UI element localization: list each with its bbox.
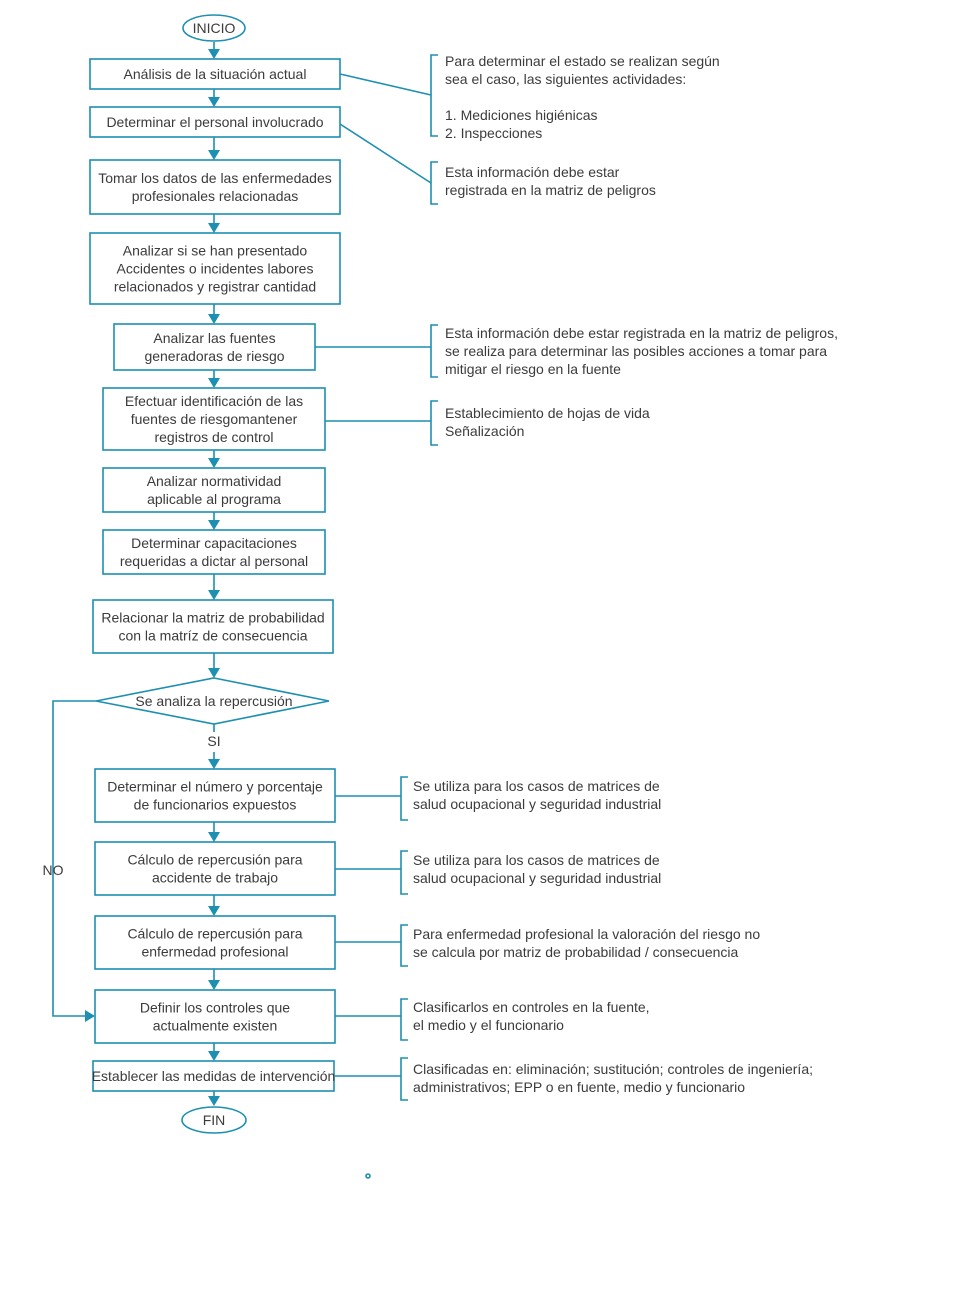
note-bracket-7 [400, 924, 408, 967]
note-bracket-8 [400, 998, 408, 1041]
arrow-head [208, 314, 220, 324]
decorative-dot [365, 1173, 371, 1179]
process-step-13 [94, 989, 336, 1044]
process-step-5-label: Analizar las fuentes [153, 330, 275, 346]
arrow-head [208, 1096, 220, 1106]
no-loop-line [52, 700, 96, 1017]
process-step-13-label: actualmente existen [153, 1018, 278, 1034]
process-step-6-label: Efectuar identificación de las [125, 393, 303, 409]
process-step-8-label: requeridas a dictar al personal [120, 553, 308, 569]
process-step-10 [94, 768, 336, 823]
decision-label: Se analiza la repercusión [135, 693, 292, 709]
note-text-1: Para determinar el estado se realizan se… [445, 53, 720, 69]
note-text-7: Para enfermedad profesional la valoració… [413, 926, 760, 942]
process-step-4 [89, 232, 341, 305]
arrow-head [208, 378, 220, 388]
note-text-1: 2. Inspecciones [445, 125, 542, 141]
arrow-head [208, 49, 220, 59]
note-text-1: sea el caso, las siguientes actividades: [445, 71, 686, 87]
process-step-10-label: Determinar el número y porcentaje [107, 779, 323, 795]
start-label: INICIO [193, 20, 236, 36]
note-bracket-2 [430, 161, 438, 205]
process-step-9-label: Relacionar la matriz de probabilidad [101, 610, 324, 626]
process-step-1-label: Análisis de la situación actual [124, 66, 307, 82]
note-connector [339, 73, 432, 96]
process-step-2-label: Determinar el personal involucrado [106, 114, 323, 130]
process-step-6-label: fuentes de riesgomantener [131, 411, 298, 427]
arrow-head [208, 150, 220, 160]
note-text-2: Esta información debe estar [445, 164, 620, 180]
note-text-8: el medio y el funcionario [413, 1017, 564, 1033]
note-text-4: Señalización [445, 423, 524, 439]
process-step-9-label: con la matríz de consecuencia [118, 628, 307, 644]
end-terminal [181, 1106, 247, 1134]
note-connector [339, 123, 432, 184]
start-terminal [182, 14, 246, 42]
process-step-4-label: Analizar si se han presentado [123, 243, 308, 259]
arrow-head [85, 1010, 95, 1022]
arrow-head [208, 458, 220, 468]
no-label: NO [43, 862, 64, 878]
note-bracket-5 [400, 776, 408, 821]
note-text-3: se realiza para determinar las posibles … [445, 343, 827, 359]
note-text-7: se calcula por matriz de probabilidad / … [413, 944, 739, 960]
arrow-head [208, 520, 220, 530]
process-step-11-label: accidente de trabajo [152, 870, 278, 886]
arrow-head [208, 223, 220, 233]
arrow-head [208, 906, 220, 916]
note-text-2: registrada en la matriz de peligros [445, 182, 656, 198]
note-text-9: administrativos; EPP o en fuente, medio … [413, 1079, 745, 1095]
process-step-12 [94, 915, 336, 970]
arrow-head [208, 759, 220, 769]
yes-label: SI [207, 733, 220, 749]
process-step-5-label: generadoras de riesgo [144, 348, 284, 364]
process-step-8-label: Determinar capacitaciones [131, 535, 297, 551]
process-step-14-label: Establecer las medidas de intervención [92, 1068, 336, 1084]
process-step-13-label: Definir los controles que [140, 1000, 290, 1016]
process-step-11 [94, 841, 336, 896]
note-text-3: mitigar el riesgo en la fuente [445, 361, 621, 377]
note-bracket-1 [430, 54, 438, 137]
process-step-9 [92, 599, 334, 654]
process-step-12-label: Cálculo de repercusión para [127, 926, 302, 942]
note-bracket-9 [400, 1057, 408, 1101]
note-bracket-4 [430, 400, 438, 446]
process-step-10-label: de funcionarios expuestos [134, 797, 297, 813]
process-step-7-label: aplicable al programa [147, 491, 281, 507]
note-text-9: Clasificadas en: eliminación; sustitució… [413, 1061, 813, 1077]
process-step-4-label: relacionados y registrar cantidad [114, 279, 316, 295]
arrow-head [208, 980, 220, 990]
arrow-head [208, 97, 220, 107]
process-step-1 [89, 58, 341, 90]
note-text-4: Establecimiento de hojas de vida [445, 405, 650, 421]
note-text-5: Se utiliza para los casos de matrices de [413, 778, 660, 794]
note-text-3: Esta información debe estar registrada e… [445, 325, 838, 341]
end-label: FIN [203, 1112, 226, 1128]
note-text-6: Se utiliza para los casos de matrices de [413, 852, 660, 868]
process-step-12-label: enfermedad profesional [141, 944, 288, 960]
process-step-3-label: profesionales relacionadas [132, 188, 299, 204]
arrow-head [208, 668, 220, 678]
note-text-1: 1. Mediciones higiénicas [445, 107, 598, 123]
process-step-3-label: Tomar los datos de las enfermedades [98, 170, 331, 186]
process-step-3 [89, 159, 341, 215]
arrow-head [208, 832, 220, 842]
note-text-5: salud ocupacional y seguridad industrial [413, 796, 661, 812]
process-step-8 [102, 529, 326, 575]
process-step-4-label: Accidentes o incidentes labores [117, 261, 314, 277]
note-bracket-3 [430, 324, 438, 378]
note-text-6: salud ocupacional y seguridad industrial [413, 870, 661, 886]
process-step-2 [89, 106, 341, 138]
process-step-7-label: Analizar normatividad [147, 473, 282, 489]
note-bracket-6 [400, 850, 408, 895]
process-step-11-label: Cálculo de repercusión para [127, 852, 302, 868]
note-text-8: Clasificarlos en controles en la fuente, [413, 999, 650, 1015]
arrow-head [208, 590, 220, 600]
process-step-6-label: registros de control [154, 429, 273, 445]
arrow-head [208, 1051, 220, 1061]
